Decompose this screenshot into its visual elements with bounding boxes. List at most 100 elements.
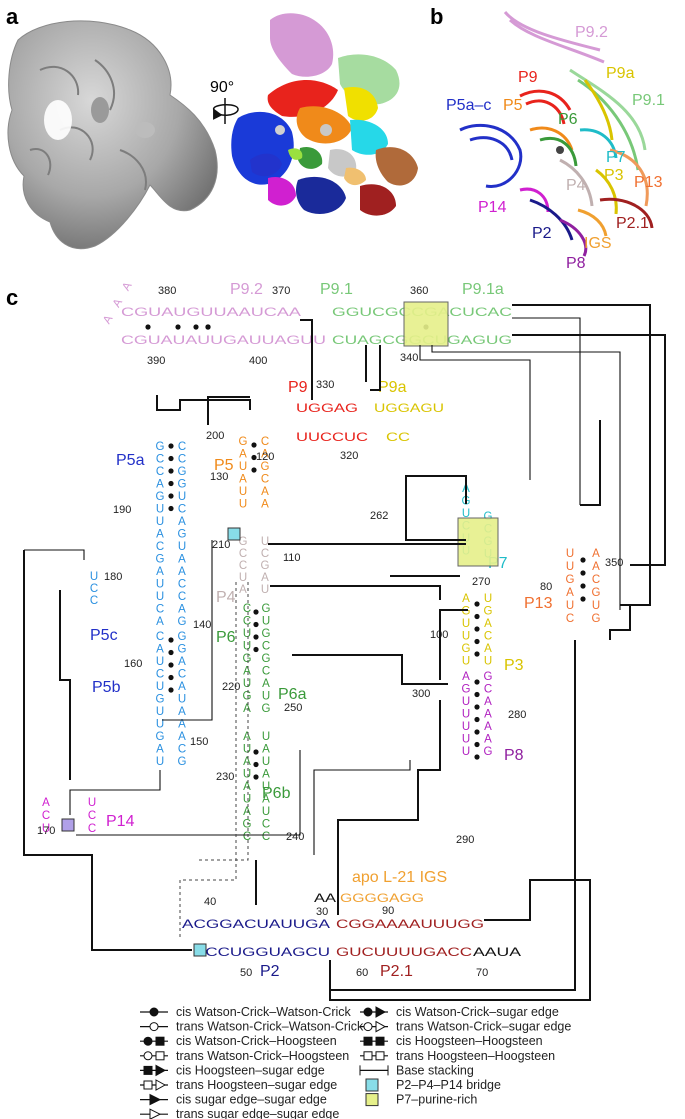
c-label-p9a: P9a bbox=[378, 379, 407, 396]
watson-crick-pair-dot bbox=[168, 674, 174, 681]
b-label-p5a-c: P5a–c bbox=[446, 97, 491, 114]
vertical-stems: GCCAGUUACGAUUCACCGGUCAGUAACCAGCAUCUGUUGA… bbox=[42, 436, 601, 843]
num-400: 400 bbox=[249, 355, 267, 367]
p6-right-nt: G bbox=[262, 703, 271, 715]
watson-crick-pair-dot bbox=[168, 493, 174, 499]
watson-crick-pair-dot bbox=[253, 774, 259, 780]
p6-left-nt: G bbox=[243, 653, 252, 665]
p8-right-nt: A bbox=[484, 734, 492, 746]
num-262: 262 bbox=[370, 510, 388, 522]
b-label-p9a: P9a bbox=[606, 65, 635, 82]
p4-left-nt: C bbox=[239, 560, 247, 572]
b-label-p8: P8 bbox=[566, 255, 586, 272]
p5a-left-nt: A bbox=[156, 529, 164, 541]
p5b-right-nt: A bbox=[178, 681, 186, 693]
b-label-p2: P2 bbox=[532, 225, 552, 242]
p13-left-nt: G bbox=[566, 574, 575, 586]
p5-left-nt: U bbox=[239, 486, 247, 498]
watson-crick-pair-dot bbox=[474, 613, 480, 620]
p5-right-nt: C bbox=[261, 436, 269, 448]
p8-right-nt: C bbox=[484, 684, 492, 696]
p5b-right-nt: A bbox=[178, 719, 186, 731]
num-270: 270 bbox=[472, 576, 490, 588]
p13-left-nt: U bbox=[566, 548, 574, 560]
p13-right-nt: A bbox=[592, 548, 600, 560]
p5a-right-nt: G bbox=[178, 616, 187, 628]
p6-right-nt: G bbox=[262, 653, 271, 665]
legend-label: Base stacking bbox=[396, 1063, 474, 1077]
p5-left-nt: A bbox=[239, 474, 247, 486]
watson-crick-pair-dot bbox=[580, 583, 586, 589]
p6-right-nt: G bbox=[262, 603, 271, 615]
num-320: 320 bbox=[340, 450, 358, 462]
p6b-right-nt: C bbox=[262, 819, 270, 831]
p14-right: UCC bbox=[88, 797, 96, 835]
p5b-right-nt: A bbox=[178, 706, 186, 718]
legend-label: cis Hoogsteen–Hoogsteen bbox=[396, 1034, 543, 1048]
p14-left: ACU bbox=[42, 797, 50, 835]
p5-right-nt: A bbox=[261, 486, 269, 498]
legend-item: trans Watson-Crick–Watson-Crick bbox=[140, 1020, 364, 1034]
p9a-bottom-strand: CC bbox=[386, 432, 410, 444]
watson-crick-pair-dot bbox=[253, 634, 259, 640]
c-label-p6a: P6a bbox=[278, 686, 307, 703]
legend-label: trans sugar edge–sugar edge bbox=[176, 1107, 339, 1119]
c-label-p5: P5 bbox=[214, 457, 234, 474]
watson-crick-pair-dot bbox=[580, 557, 586, 563]
p8-left-nt: A bbox=[462, 671, 470, 683]
watson-crick-pair-dot bbox=[251, 454, 257, 461]
num-140: 140 bbox=[193, 619, 211, 631]
p5-right-nt: A bbox=[261, 449, 269, 461]
p5a-right-nt: G bbox=[178, 529, 187, 541]
p8-left-nt: G bbox=[462, 684, 471, 696]
num-70: 70 bbox=[476, 967, 488, 979]
num-300: 300 bbox=[412, 688, 430, 700]
connection-lines bbox=[23, 304, 666, 1001]
p8-right-nt: A bbox=[484, 709, 492, 721]
p14-right-nt: C bbox=[88, 810, 96, 822]
p6b-right-nt: U bbox=[262, 806, 270, 818]
p5-left-nt: A bbox=[239, 449, 247, 461]
p5b-right-nt: G bbox=[178, 631, 187, 643]
num-190: 190 bbox=[113, 504, 131, 516]
p6-right-nt: A bbox=[262, 678, 270, 690]
legend-item: trans Hoogsteen–Hoogsteen bbox=[360, 1049, 555, 1063]
p5b-left-nt: G bbox=[156, 694, 165, 706]
p13-left-nt: U bbox=[566, 600, 574, 612]
c-label-igs: apo L-21 IGS bbox=[352, 869, 447, 886]
p5b-left-nt: A bbox=[156, 644, 164, 656]
p5b-left-nt: C bbox=[156, 631, 164, 643]
legend-label: trans Hoogsteen–Hoogsteen bbox=[396, 1049, 555, 1063]
legend-label: trans Watson-Crick–Hoogsteen bbox=[176, 1049, 349, 1063]
p5b-right-nt: U bbox=[178, 694, 186, 706]
igs-strand: GGGGAGG bbox=[340, 893, 424, 905]
p5c-top-nt: C bbox=[90, 583, 98, 595]
p5a-right-nt: C bbox=[178, 454, 186, 466]
p5a-left-nt: A bbox=[156, 616, 164, 628]
c-label-p9: P9 bbox=[288, 379, 308, 396]
legend-label: trans Watson-Crick–sugar edge bbox=[396, 1020, 571, 1034]
watson-crick-pair-dot bbox=[253, 749, 259, 755]
num-120: 120 bbox=[256, 451, 274, 463]
p6-left-nt: C bbox=[243, 616, 251, 628]
watson-crick-pair-dot bbox=[168, 637, 174, 643]
p5b-left-nt: U bbox=[156, 706, 164, 718]
num-80: 80 bbox=[540, 581, 552, 593]
num-30: 30 bbox=[316, 906, 328, 918]
residue-numbers: 380 370 360 390 400 340 330 320 200 120 … bbox=[37, 285, 623, 979]
b-label-p5: P5 bbox=[503, 97, 523, 114]
legend-label: cis sugar edge–sugar edge bbox=[176, 1093, 327, 1107]
p5b-right-nt: G bbox=[178, 644, 187, 656]
c-label-p3: P3 bbox=[504, 657, 524, 674]
p8-left-nt: U bbox=[462, 721, 470, 733]
p4-right-nt: U bbox=[261, 536, 269, 548]
p8-right-nt: A bbox=[484, 696, 492, 708]
p9a-top-strand: UGGAGU bbox=[374, 403, 444, 415]
